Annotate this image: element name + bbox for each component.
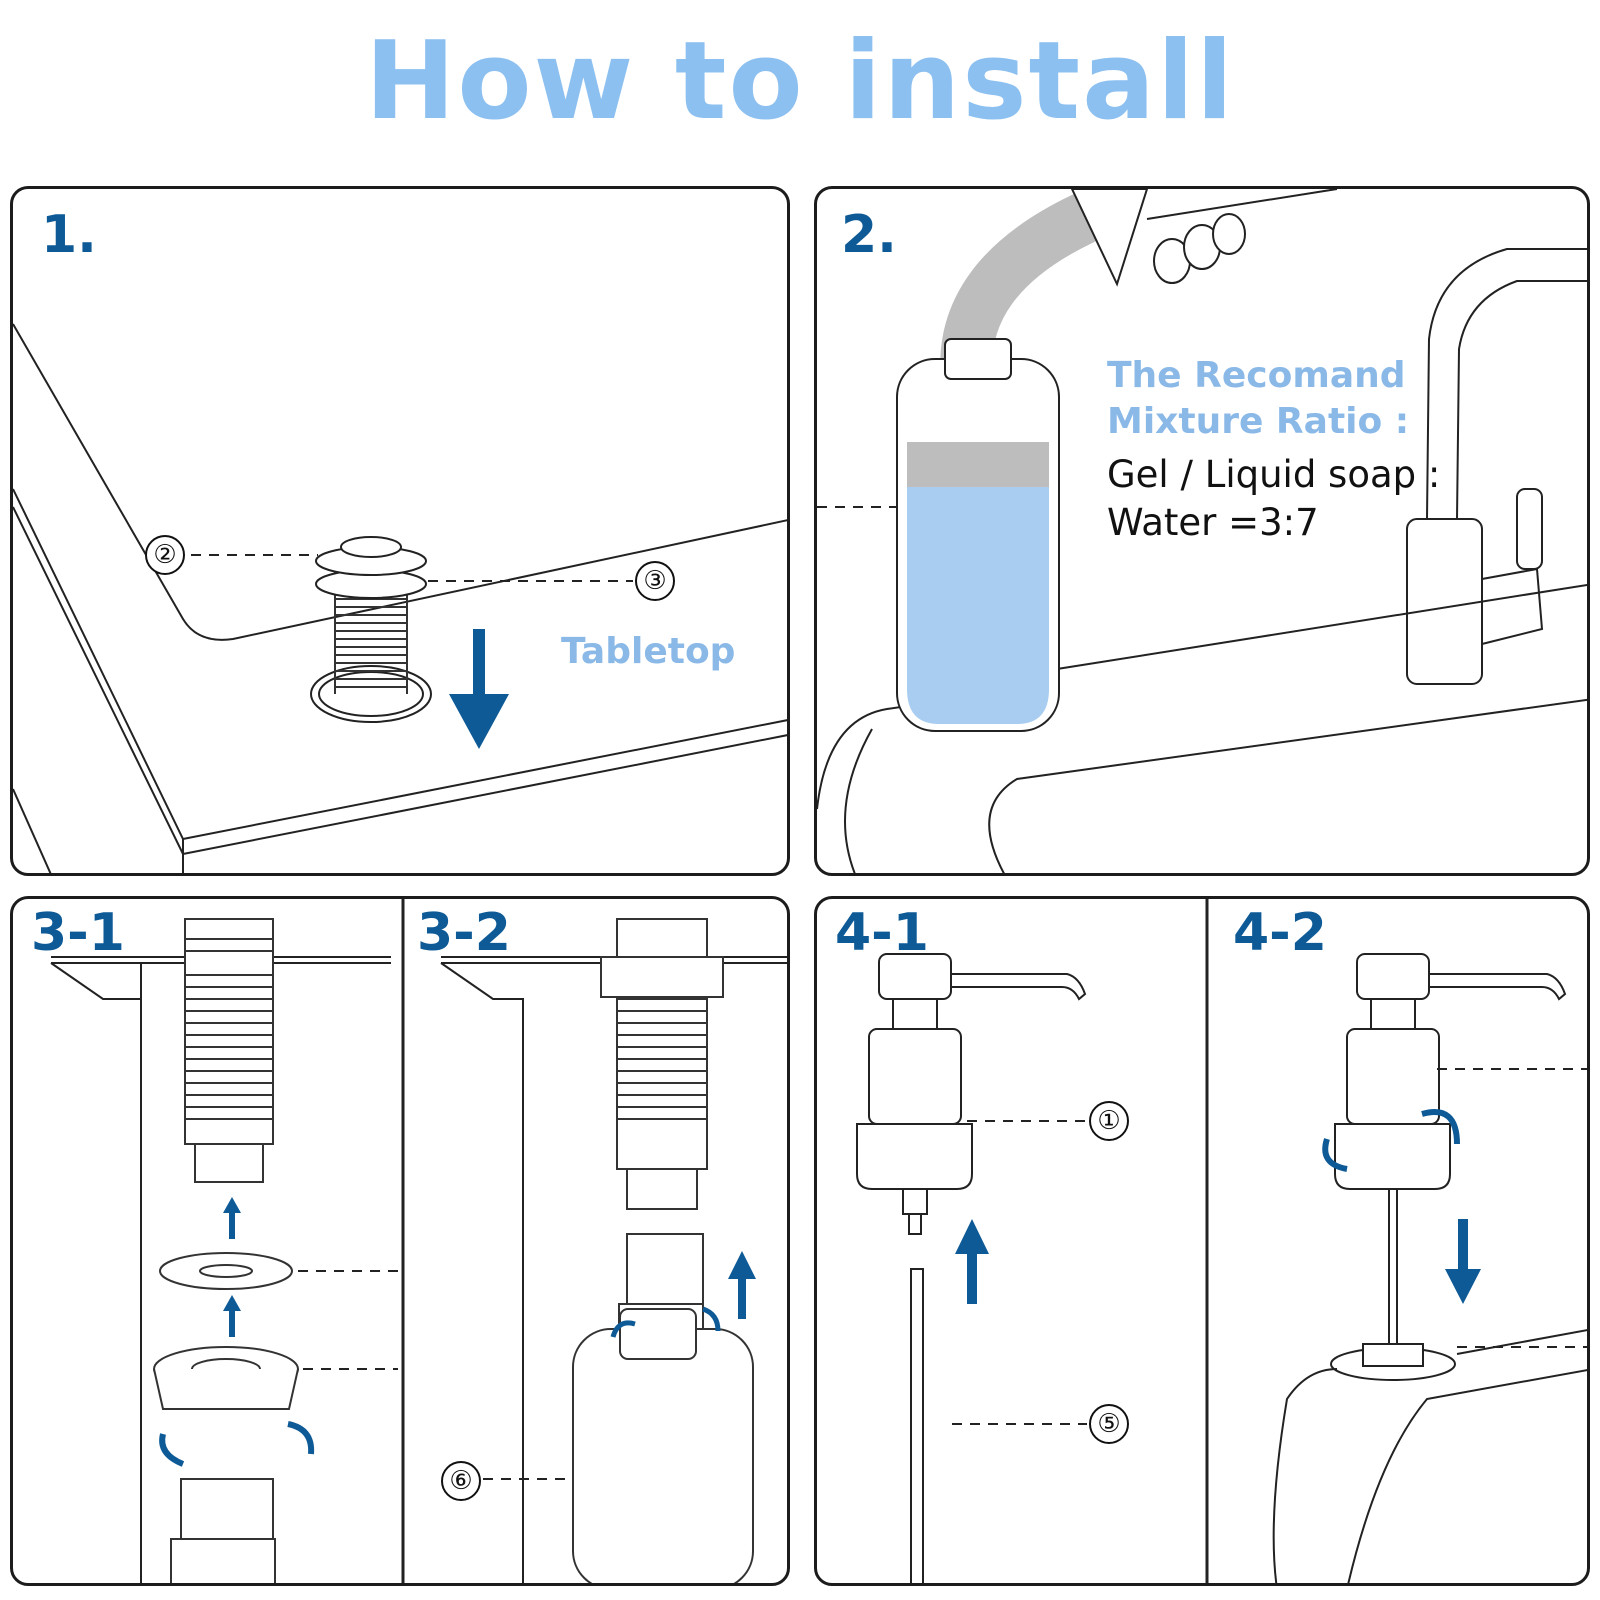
tabletop-illustration — [13, 323, 787, 873]
callout-3: ③ — [635, 561, 675, 601]
step-3-panel: 3-1 3-2 ⑥ — [10, 896, 790, 1586]
pour-mixture-illustration — [817, 189, 1587, 873]
mount-illustration — [50, 899, 787, 1583]
callout-5: ⑤ — [1089, 1404, 1129, 1444]
ratio-heading-1: The Recomand — [1107, 355, 1406, 396]
step-4-1-label: 4-1 — [835, 903, 929, 963]
step-2-label: 2. — [841, 205, 897, 265]
tabletop-label: Tabletop — [561, 631, 736, 672]
arrow-up-icon-3 — [955, 1219, 989, 1304]
pump-illustration — [856, 899, 1587, 1583]
step-1-panel: 1. ② ③ Tabletop — [10, 186, 790, 876]
arrow-up-icon-2 — [728, 1251, 756, 1319]
arrow-up-icon — [223, 1197, 241, 1337]
arrow-down-icon-2 — [1445, 1219, 1481, 1304]
callout-1: ① — [1089, 1101, 1129, 1141]
step-1-label: 1. — [41, 205, 97, 265]
step-3-1-label: 3-1 — [31, 903, 125, 963]
page-title: How to install — [364, 19, 1236, 144]
step-2-panel: 2. The Recomand Mixture Ratio : Gel / Li… — [814, 186, 1590, 876]
ratio-line-2: Water =3:7 — [1107, 501, 1319, 544]
step-3-2-label: 3-2 — [417, 903, 511, 963]
ratio-heading-2: Mixture Ratio : — [1107, 401, 1410, 442]
step-4-panel: 4-1 4-2 ① ⑤ — [814, 896, 1590, 1586]
callout-6: ⑥ — [441, 1461, 481, 1501]
arrow-down-icon — [449, 629, 509, 749]
callout-2: ② — [145, 535, 185, 575]
step-4-2-label: 4-2 — [1233, 903, 1327, 963]
ratio-line-1: Gel / Liquid soap : — [1107, 453, 1441, 496]
